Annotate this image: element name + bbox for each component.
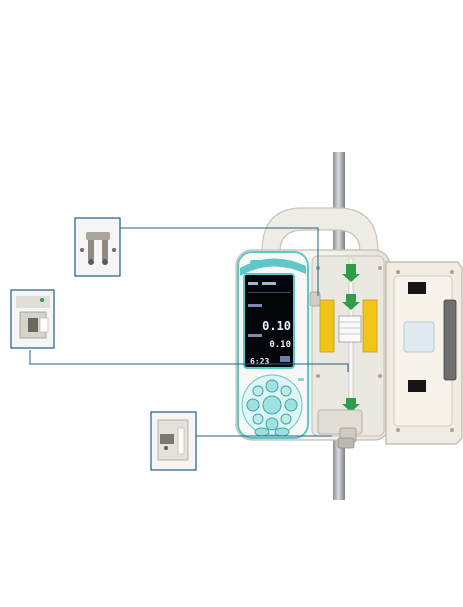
door-window bbox=[403, 321, 435, 353]
open-door bbox=[385, 261, 463, 445]
key-lower-right[interactable] bbox=[280, 413, 292, 425]
pump-fingers bbox=[338, 315, 362, 343]
pole-clamp-bottom bbox=[337, 437, 355, 449]
carry-handle bbox=[261, 207, 379, 253]
callout-leader-lines bbox=[29, 227, 349, 437]
key-lower-left[interactable] bbox=[252, 413, 264, 425]
key-start[interactable] bbox=[254, 427, 270, 437]
door-sensor-top bbox=[408, 282, 426, 294]
screen-readout-rate: 0.10 bbox=[262, 319, 291, 333]
instruction-label-left bbox=[319, 299, 335, 353]
lcd-screen: 0.10 0.10 6:23 bbox=[243, 273, 295, 369]
key-stop[interactable] bbox=[274, 427, 290, 437]
screen-readout-time: 6:23 bbox=[250, 357, 269, 366]
flow-arrow-top-icon bbox=[342, 264, 360, 282]
key-down[interactable] bbox=[265, 417, 279, 431]
status-led bbox=[298, 378, 304, 381]
keypad bbox=[241, 374, 304, 437]
key-up[interactable] bbox=[265, 379, 279, 393]
brand-logo bbox=[250, 260, 260, 264]
callout-bracket-detail bbox=[10, 289, 55, 349]
key-left[interactable] bbox=[246, 398, 260, 412]
key-center[interactable] bbox=[262, 395, 282, 415]
leader-line-top bbox=[120, 227, 319, 296]
key-upper-left[interactable] bbox=[252, 385, 264, 397]
callout-tube-clip-detail bbox=[150, 411, 197, 471]
key-upper-right[interactable] bbox=[280, 385, 292, 397]
door-sensor-bottom bbox=[408, 380, 426, 392]
key-right[interactable] bbox=[284, 398, 298, 412]
pump-mechanism bbox=[309, 255, 385, 443]
flow-arrow-bottom-icon bbox=[342, 398, 360, 412]
flow-arrow-mid-icon bbox=[342, 294, 360, 310]
callout-pole-clamp-detail bbox=[74, 217, 121, 277]
instruction-label-right bbox=[362, 299, 378, 353]
leader-line-middle bbox=[29, 350, 349, 372]
screen-readout-volume: 0.10 bbox=[269, 340, 291, 350]
door-latch bbox=[443, 299, 457, 381]
